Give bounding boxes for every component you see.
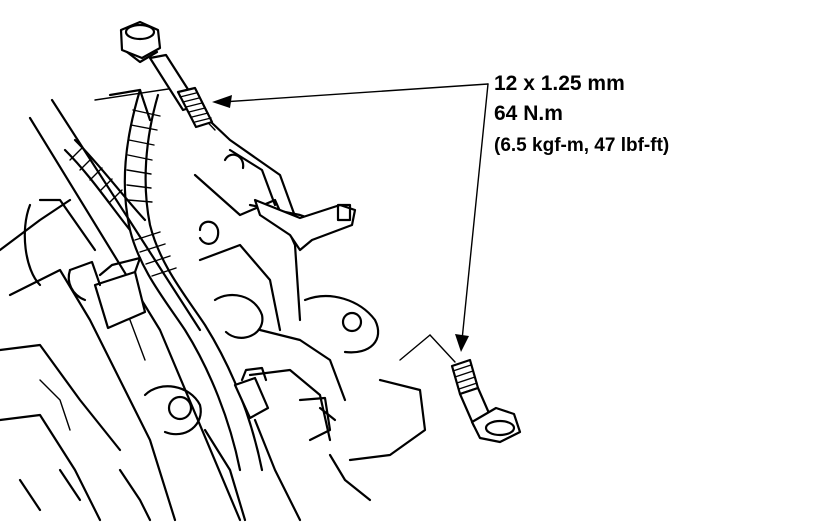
upper-bolt — [119, 20, 214, 129]
torque-nm-label: 64 N.m — [494, 102, 563, 125]
harness-connector — [67, 256, 147, 330]
callout-leaders — [212, 83, 489, 363]
mount-bracket — [233, 198, 357, 442]
lower-bolt — [450, 358, 522, 444]
thread-size-label: 12 x 1.25 mm — [494, 72, 625, 95]
torque-alt-units-label: (6.5 kgf-m, 47 lbf-ft) — [494, 135, 670, 156]
engine-housing — [0, 86, 427, 522]
wiring-harness — [63, 88, 264, 472]
